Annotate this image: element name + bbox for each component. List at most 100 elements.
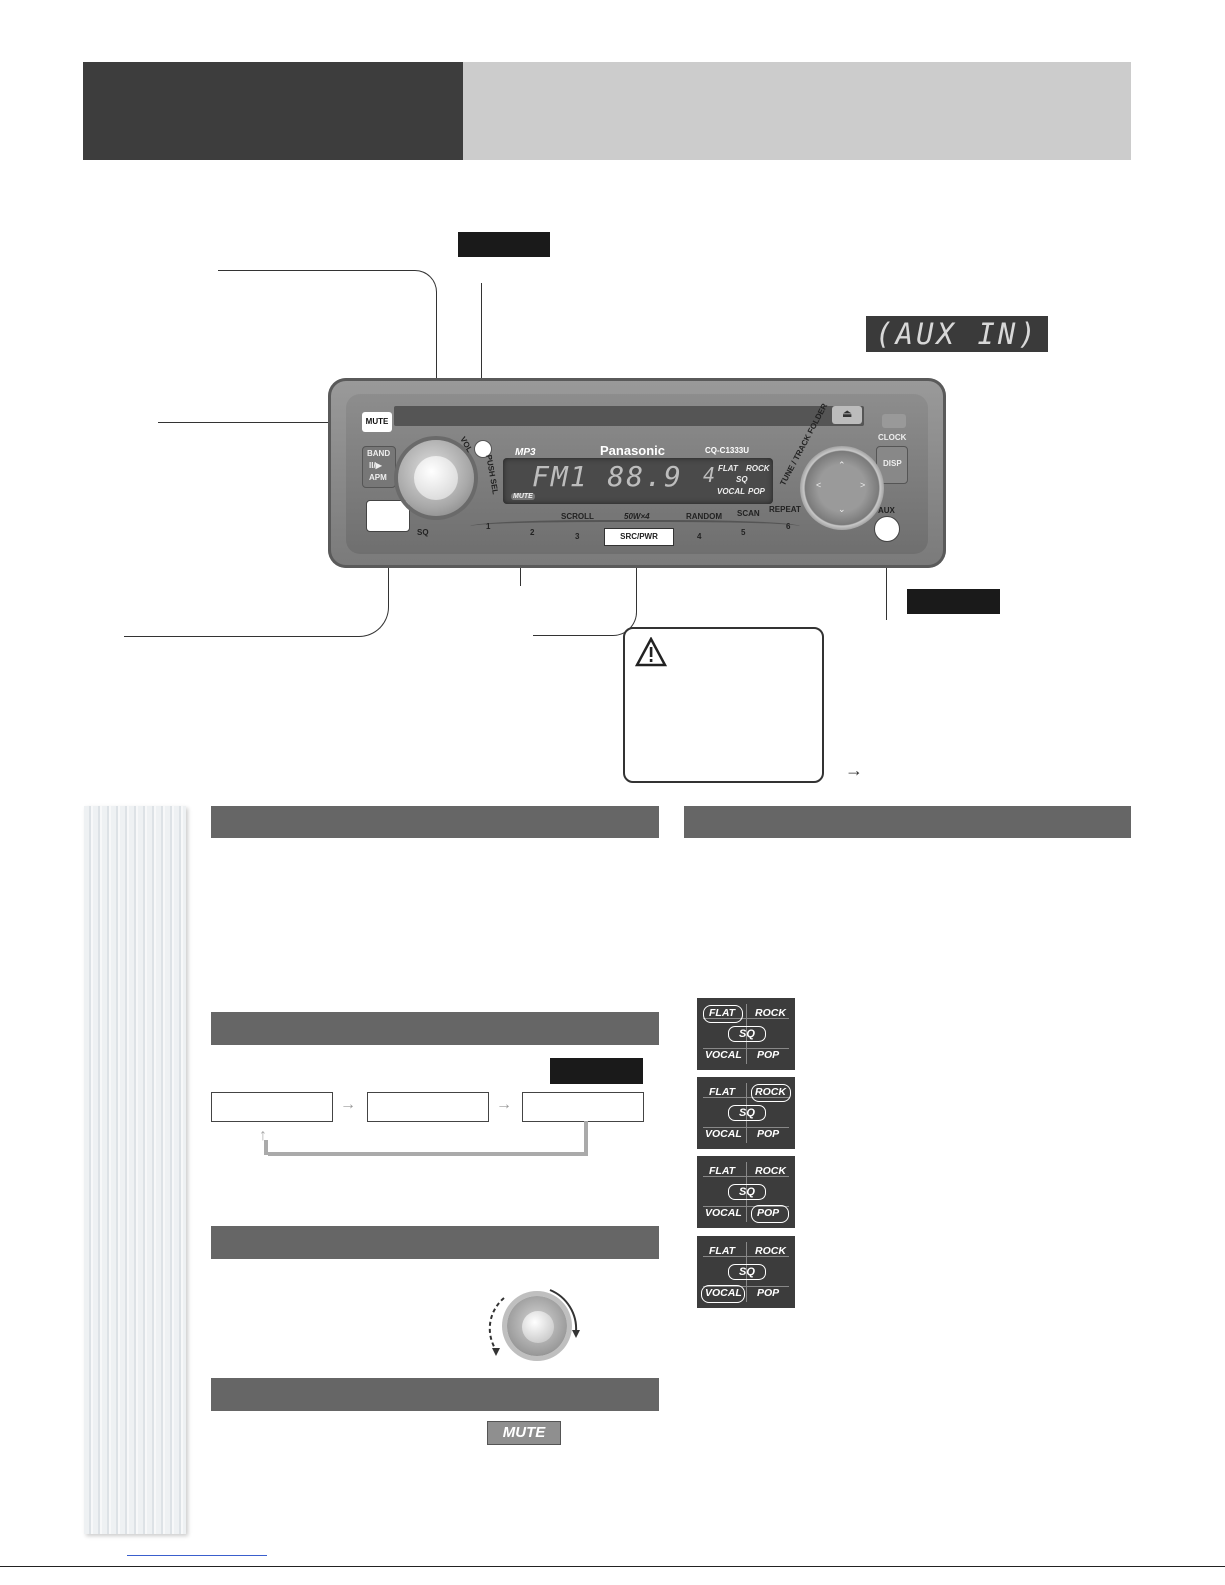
section-bar-3 (211, 1226, 659, 1259)
preset-label-random: RANDOM (686, 512, 722, 521)
sq-rock-label: ROCK (755, 1007, 786, 1019)
sq-selected-outline (751, 1084, 791, 1102)
eject-button[interactable]: ⏏ (832, 406, 862, 424)
sq-center-label: SQ (728, 1026, 766, 1042)
flow-step-2 (367, 1092, 489, 1122)
sq-selected-outline (701, 1285, 745, 1303)
rotate-arrows-icon (488, 1289, 580, 1356)
flow-step-1 (211, 1092, 333, 1122)
preset-3[interactable]: 3 (575, 532, 580, 541)
sq-flat-label: FLAT (709, 1007, 736, 1019)
header-light-panel (463, 62, 1131, 160)
sq-rock-label: ROCK (755, 1165, 786, 1177)
clock-button[interactable] (882, 414, 906, 428)
label-bar-flow (550, 1058, 643, 1084)
lcd-frequency: FM1 88.9 (532, 460, 683, 493)
sq-tile-flat: FLAT ROCK SQ VOCAL POP (697, 998, 795, 1070)
preset-label-scroll: SCROLL (561, 512, 594, 521)
joystick-down-icon: ⌄ (838, 504, 846, 514)
lcd-sq-vocal: VOCAL (717, 487, 745, 496)
preset-label-repeat: REPEAT (769, 505, 801, 514)
joystick-right-icon: > (860, 480, 866, 490)
sq-tile-pop: FLAT ROCK SQ VOCAL POP (697, 1156, 795, 1228)
sq-pop-label: POP (757, 1207, 780, 1219)
mp3-logo: MP3 (515, 447, 536, 458)
callout-line-srcpwr (533, 545, 637, 636)
sq-vocal-label: VOCAL (705, 1128, 742, 1140)
callout-line-sq (124, 530, 389, 637)
volume-knob-illustration-center (522, 1311, 554, 1343)
preset-4[interactable]: 4 (697, 532, 702, 541)
sq-selected-outline (703, 1005, 743, 1023)
callout-line-aux (886, 540, 887, 620)
lcd-preset: 4 (703, 463, 716, 487)
sq-vocal-label: VOCAL (705, 1049, 742, 1061)
lcd-mute-indicator: MUTE (511, 493, 535, 500)
sq-pop-label: POP (757, 1128, 780, 1140)
stereo-lcd (503, 458, 773, 504)
more-arrow: → (845, 760, 863, 780)
flow-step-3 (522, 1092, 644, 1122)
sq-center-label: SQ (728, 1184, 766, 1200)
clock-label: CLOCK (878, 433, 907, 442)
side-ribbon (84, 806, 186, 1534)
volume-knob-center[interactable] (414, 456, 458, 500)
lcd-sq-pop: POP (748, 487, 765, 496)
sq-center-label: SQ (728, 1264, 766, 1280)
cd-slot (394, 406, 864, 426)
sq-flat-label: FLAT (709, 1086, 736, 1098)
sq-tile-rock: FLAT ROCK SQ VOCAL POP (697, 1077, 795, 1149)
sq-center-label: SQ (728, 1105, 766, 1121)
footer-link-underline[interactable] (127, 1555, 267, 1556)
preset-6[interactable]: 6 (786, 522, 791, 531)
preset-2[interactable]: 2 (530, 528, 535, 537)
sq-button[interactable] (366, 500, 410, 532)
header-dark-panel (83, 62, 463, 160)
model-number: CQ-C1333U (705, 446, 750, 455)
lcd-sq-indicator: FLAT ROCK SQ VOCAL POP (716, 462, 770, 498)
section-bar-1 (211, 806, 659, 838)
preset-label-power: 50W×4 (624, 512, 650, 521)
joystick-up-icon: ⌃ (838, 460, 846, 470)
callout-line-vol (218, 270, 437, 441)
sq-rock-label: ROCK (755, 1086, 786, 1098)
lcd-sq-rock: ROCK (746, 464, 770, 473)
mute-button[interactable]: MUTE (362, 412, 392, 432)
warning-triangle-icon (635, 637, 667, 667)
sq-vocal-label: VOCAL (705, 1207, 742, 1219)
band-sub-label: II/▶ (369, 461, 382, 470)
joystick-control[interactable]: ⌃ ⌄ < > (800, 446, 884, 530)
sq-tile-line (746, 1242, 747, 1302)
preset-button-row (470, 520, 800, 536)
sq-tile-vocal: FLAT ROCK SQ VOCAL POP (697, 1236, 795, 1308)
footer-rule (0, 1566, 1225, 1567)
flow-arrow-1: → (340, 1096, 356, 1113)
label-bar-top (458, 232, 550, 257)
flow-loop-line (268, 1121, 588, 1156)
flow-loop-stem (264, 1140, 268, 1155)
lcd-sq-center: SQ (736, 475, 748, 484)
sq-flat-label: FLAT (709, 1245, 736, 1257)
callout-line-mute (158, 422, 364, 423)
sq-rock-label: ROCK (755, 1245, 786, 1257)
push-sel-button[interactable] (474, 440, 492, 458)
preset-1[interactable]: 1 (486, 522, 491, 531)
section-bar-sq (684, 806, 1131, 838)
src-pwr-button[interactable]: SRC/PWR (604, 528, 674, 546)
section-bar-4 (211, 1378, 659, 1411)
disp-label: DISP (883, 459, 902, 468)
callout-line-pushsel (481, 283, 482, 443)
flow-arrow-2: → (496, 1096, 512, 1113)
aux-jack[interactable] (874, 516, 900, 542)
preset-5[interactable]: 5 (741, 528, 746, 537)
label-bar-aux (907, 589, 1000, 614)
band-button[interactable]: BAND II/▶ APM (362, 446, 396, 488)
joystick-left-icon: < (816, 480, 822, 490)
sq-pop-label: POP (757, 1287, 780, 1299)
sq-pop-label: POP (757, 1049, 780, 1061)
lcd-sq-flat: FLAT (718, 464, 738, 473)
flow-loop-arrowhead: ↑ (259, 1127, 267, 1144)
preset-label-scan: SCAN (737, 509, 760, 518)
mute-badge: MUTE (487, 1421, 561, 1445)
sq-tile-line (746, 1162, 747, 1222)
